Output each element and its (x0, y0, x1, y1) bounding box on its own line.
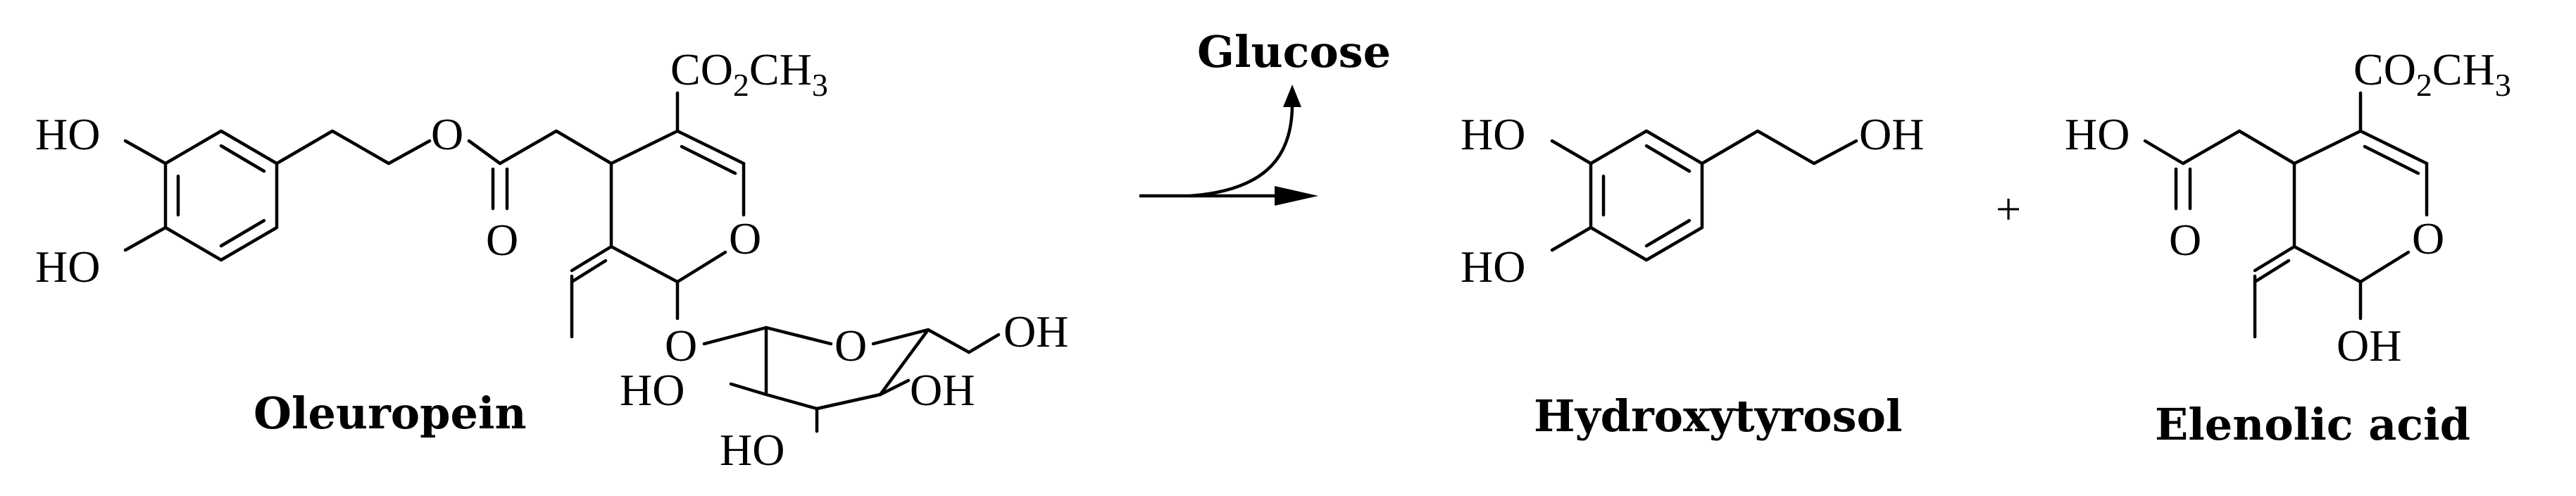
oleuropein-ester-group: CO2CH3 (670, 44, 828, 103)
oleuropein-glucose-ring-o: O (834, 321, 867, 371)
plus-sign: + (1996, 184, 2021, 234)
hydroxytyrosol-ho-lower: HO (1461, 242, 1525, 292)
oleuropein-structure: HO HO O O O CO2CH3 O (35, 44, 1068, 475)
oleuropein-catechol-ring (163, 129, 279, 262)
reaction-arrow: Glucose (1139, 26, 1391, 206)
oleuropein-glucose-ring (702, 326, 930, 411)
elenolic-acid-structure: HO O O CO2CH3 OH Elenolic acid (2065, 44, 2511, 450)
hydroxytyrosol-ho-upper: HO (1461, 109, 1525, 159)
oleuropein-ho-lower: HO (35, 242, 100, 292)
elenolic-acid-ring-o: O (2412, 213, 2444, 264)
oleuropein-ho-upper: HO (35, 109, 100, 159)
oleuropein-glucose-ho-left: HO (620, 365, 684, 415)
hydroxytyrosol-structure: HO HO OH Hydroxytyrosol (1461, 109, 1924, 442)
reaction-arrowhead (1275, 186, 1318, 206)
oleuropein-ring-o: O (729, 213, 761, 264)
byproduct-label: Glucose (1197, 26, 1391, 78)
hydroxytyrosol-oh: OH (1859, 109, 1924, 159)
elenolic-acid-ester-group: CO2CH3 (2353, 44, 2511, 103)
oleuropein-pyran-ring (609, 129, 746, 284)
byproduct-arrowhead (1283, 85, 1301, 107)
elenolic-acid-carbonyl-o: O (2169, 215, 2201, 265)
oleuropein-glucose-oh-mid: OH (910, 365, 975, 415)
oleuropein-ester-o: O (431, 109, 463, 159)
elenolic-acid-pyran-ring (2292, 129, 2429, 284)
oleuropein-carbonyl-o: O (486, 215, 518, 265)
oleuropein-glucose-ho-bottom: HO (720, 425, 784, 475)
elenolic-acid-oh: OH (2337, 321, 2401, 371)
oleuropein-glycosidic-o: O (665, 321, 697, 371)
elenolic-acid-ho: HO (2065, 109, 2130, 159)
hydroxytyrosol-ring (1589, 129, 1704, 262)
hydroxytyrosol-label: Hydroxytyrosol (1534, 390, 1902, 442)
oleuropein-glucose-oh-right: OH (1003, 306, 1068, 356)
byproduct-curved-arrow (1189, 104, 1294, 198)
elenolic-acid-label: Elenolic acid (2155, 399, 2470, 450)
oleuropein-label: Oleuropein (254, 388, 527, 439)
